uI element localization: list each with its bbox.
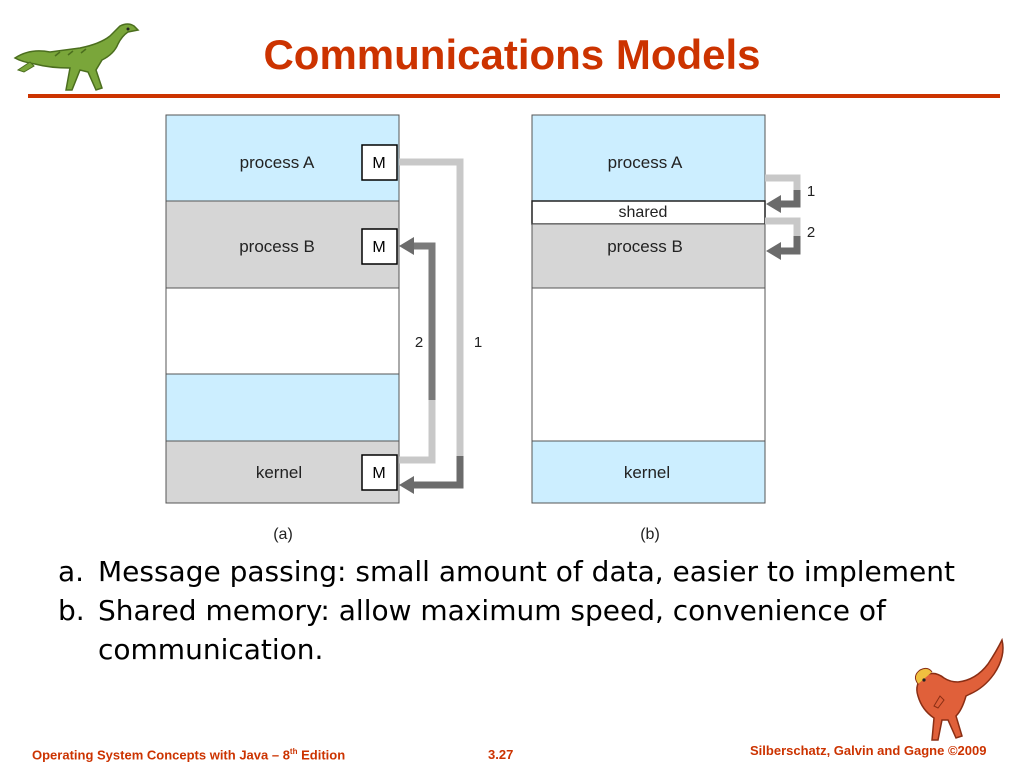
b-kernel-label: kernel <box>624 463 670 482</box>
a-process-b-region <box>165 200 400 289</box>
footer-copyright: Silberschatz, Galvin and Gagne ©2009 <box>750 743 987 758</box>
dinosaur-mascot-icon <box>914 637 1004 741</box>
b-kernel-region <box>531 440 766 504</box>
b-process-b-region <box>531 223 766 289</box>
dinosaur-logo-icon <box>13 23 140 91</box>
bullet-item-message-passing: a. Message passing: small amount of data… <box>58 552 978 591</box>
b-arrow-1-dark-end <box>780 190 801 208</box>
b-process-a-region <box>531 114 766 202</box>
bullet-text: Shared memory: allow maximum speed, conv… <box>98 594 886 666</box>
bullet-item-shared-memory: b. Shared memory: allow maximum speed, c… <box>58 591 978 669</box>
a-process-a-label: process A <box>240 153 315 172</box>
a-arrow-2-head <box>399 237 414 255</box>
footer-book-title-suffix: Edition <box>297 747 346 763</box>
a-free-region <box>165 287 400 375</box>
slide-title: Communications Models <box>263 31 761 78</box>
a-arrow-1-head <box>399 476 414 494</box>
footer-book-title: Operating System Concepts with Java – 8t… <box>32 747 345 762</box>
b-caption: (b) <box>640 526 660 543</box>
footer-book-title-prefix: Operating System Concepts with Java – 8 <box>32 747 290 763</box>
a-arrow-2-label: 2 <box>415 334 423 351</box>
a-arrow-1-shaft <box>399 158 464 456</box>
diagram-a: process A process B kernel M M M 2 1 (a) <box>165 114 482 543</box>
a-kernel-region <box>165 440 400 504</box>
b-free-region <box>531 287 766 442</box>
b-arrow-2-dark-end <box>780 236 801 255</box>
a-caption: (a) <box>273 526 293 543</box>
b-arrow-2-label: 2 <box>807 224 815 241</box>
a-arrow-2-shaft-dark <box>413 242 436 400</box>
b-arrow-2-head <box>766 242 781 260</box>
bullet-text: Message passing: small amount of data, e… <box>98 555 955 588</box>
a-message-box-process-a-label: M <box>372 155 385 172</box>
b-process-a-label: process A <box>608 153 683 172</box>
a-message-box-kernel-label: M <box>372 465 385 482</box>
a-process-b-label: process B <box>239 237 315 256</box>
footer-page-number: 3.27 <box>488 747 514 762</box>
bullet-marker: a. <box>58 555 85 588</box>
a-message-box-kernel <box>361 454 398 491</box>
b-arrow-1-label: 1 <box>807 183 815 200</box>
b-shared-label: shared <box>619 204 668 221</box>
a-message-box-process-b-label: M <box>372 239 385 256</box>
a-kernel-label: kernel <box>256 463 302 482</box>
a-message-box-process-b <box>361 228 398 265</box>
b-arrow-1-head <box>766 195 781 213</box>
bullet-list: a. Message passing: small amount of data… <box>58 552 978 669</box>
diagram-b: process A shared process B kernel 1 2 (b… <box>531 114 815 543</box>
footer-book-title-sup: th <box>289 747 298 756</box>
bullet-marker: b. <box>58 594 85 627</box>
a-arrow-1-dark-end <box>413 456 464 489</box>
a-arrow-2-shaft-light <box>399 242 436 464</box>
a-arrow-1-label: 1 <box>474 334 482 351</box>
title-underline <box>28 94 1000 98</box>
communication-models-diagram: process A process B kernel M M M 2 1 (a)… <box>165 114 815 543</box>
a-message-box-process-a <box>361 144 398 181</box>
a-blue-region <box>165 373 400 442</box>
b-process-b-label: process B <box>607 237 683 256</box>
